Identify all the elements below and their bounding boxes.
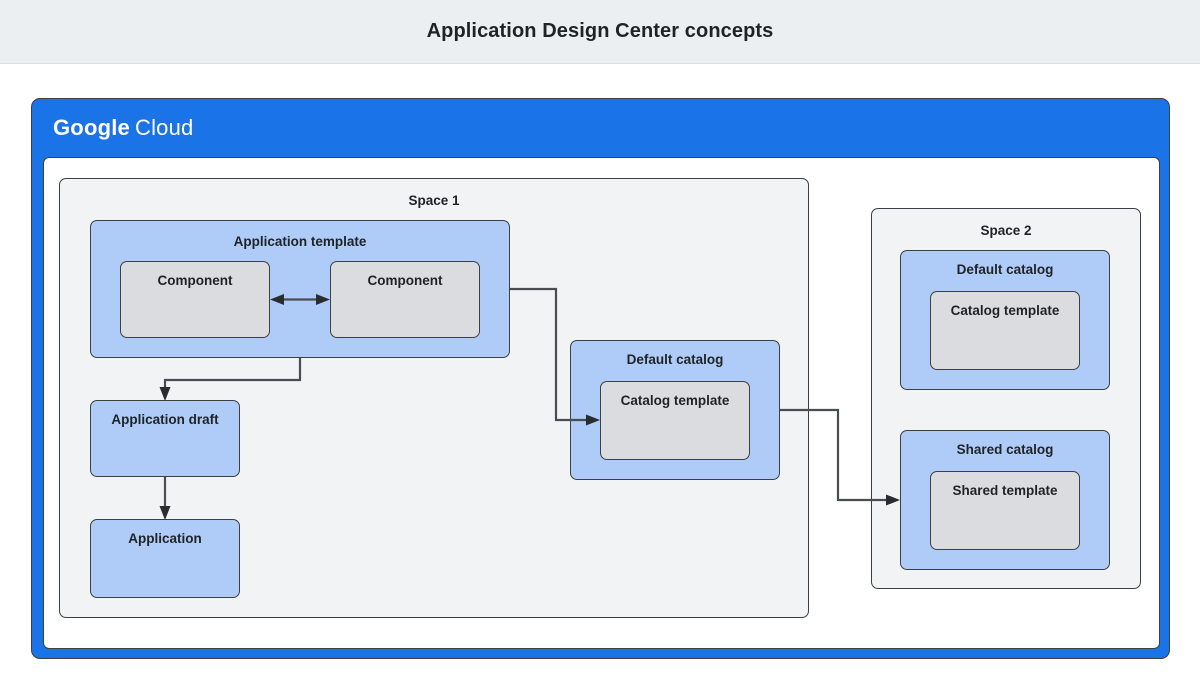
- google-wordmark: Google: [53, 115, 130, 140]
- catalog-template-space2-label: Catalog template: [950, 303, 1060, 318]
- application-template-label: Application template: [233, 234, 367, 249]
- space-1-label: Space 1: [408, 193, 460, 208]
- component-box-right[interactable]: Component: [330, 261, 480, 338]
- application-draft-label: Application draft: [111, 412, 219, 427]
- cloud-wordmark: Cloud: [134, 115, 194, 140]
- shared-catalog-label: Shared catalog: [956, 442, 1054, 457]
- titlebar: Application Design Center concepts: [0, 0, 1200, 64]
- space-2-label: Space 2: [980, 223, 1032, 238]
- page-title: Application Design Center concepts: [426, 20, 774, 42]
- default-catalog-space1-label: Default catalog: [626, 352, 724, 367]
- application-label: Application: [128, 531, 202, 546]
- component-right-label: Component: [367, 273, 443, 288]
- application-box[interactable]: Application: [90, 519, 240, 598]
- catalog-template-space1-label: Catalog template: [620, 393, 730, 408]
- shared-template-label: Shared template: [952, 483, 1058, 498]
- catalog-template-box-space2[interactable]: Catalog template: [930, 291, 1080, 370]
- shared-template-box[interactable]: Shared template: [930, 471, 1080, 550]
- default-catalog-space2-label: Default catalog: [956, 262, 1054, 277]
- component-box-left[interactable]: Component: [120, 261, 270, 338]
- catalog-template-box-space1[interactable]: Catalog template: [600, 381, 750, 460]
- component-left-label: Component: [157, 273, 233, 288]
- application-draft-box[interactable]: Application draft: [90, 400, 240, 477]
